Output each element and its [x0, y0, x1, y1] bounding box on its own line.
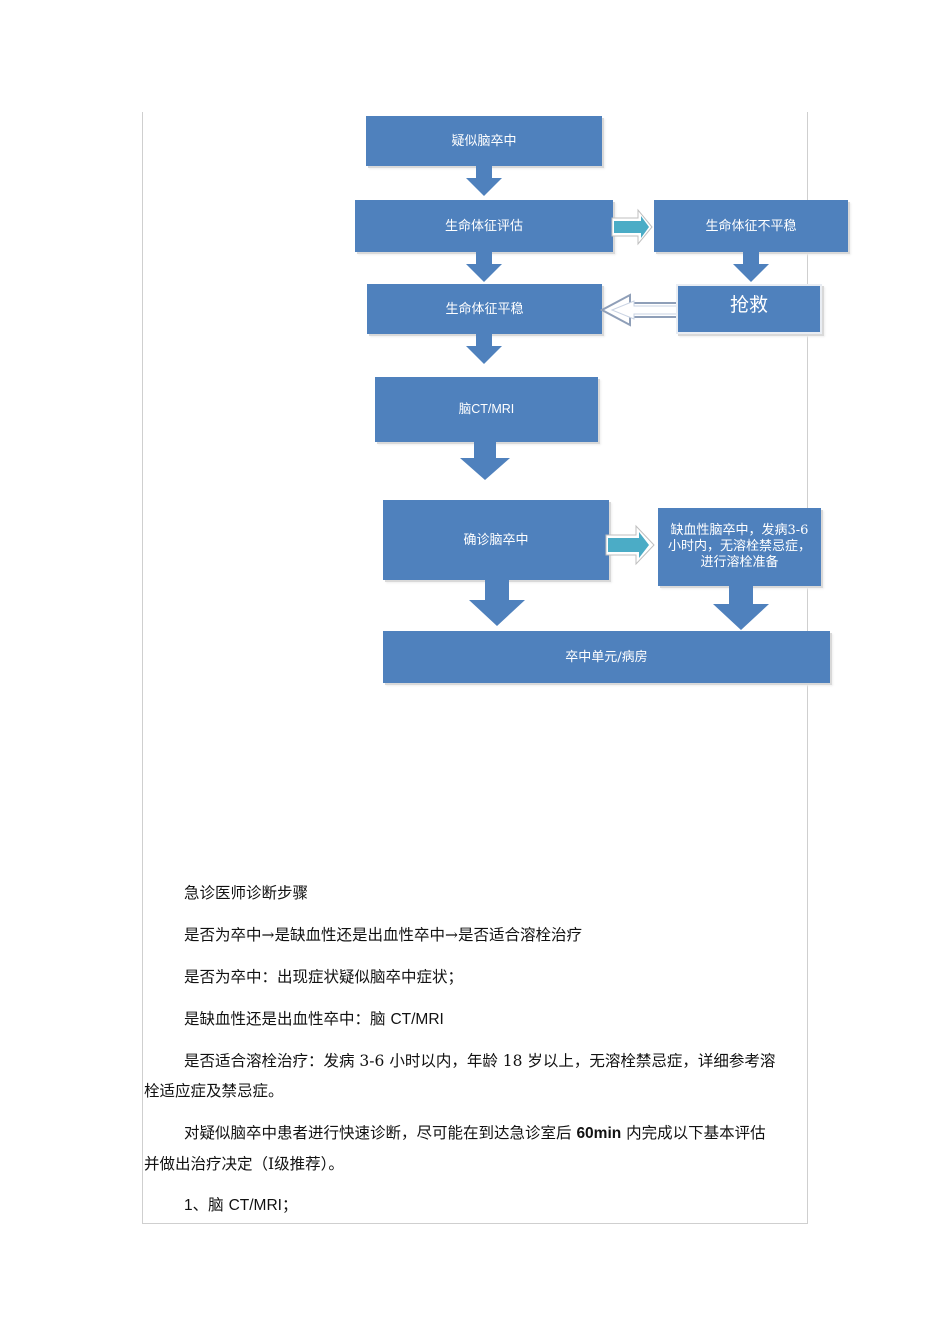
box-ct-mri-label: 脑CT/MRI	[458, 402, 515, 416]
rapid-diagnosis-paragraph: 对疑似脑卒中患者进行快速诊断，尽可能在到达急诊室后 60min 内完成以下基本评…	[144, 1118, 808, 1179]
left-arrow-rescue	[600, 292, 680, 328]
down-arrow-1	[466, 166, 502, 196]
rapid-diagnosis-line-a: 对疑似脑卒中患者进行快速诊断，尽可能在到达急诊室后 60min 内完成以下基本评…	[144, 1118, 808, 1149]
box-confirmed-stroke: 确诊脑卒中	[383, 500, 609, 580]
thrombolysis-line-a: 是否适合溶栓治疗：发病 3-6 小时以内，年龄 18 岁以上，无溶栓禁忌症，详细…	[184, 1052, 776, 1070]
list-item-1-sep: 、脑	[192, 1196, 229, 1214]
rapid-diagnosis-post: 内完成以下基本评估	[621, 1124, 766, 1142]
rapid-diagnosis-pre: 对疑似脑卒中患者进行快速诊断，尽可能在到达急诊室后	[184, 1124, 577, 1142]
down-arrow-2	[466, 252, 502, 282]
box-rescue-label: 抢救	[729, 293, 768, 316]
box-suspected-stroke: 疑似脑卒中	[366, 116, 602, 166]
box-vital-unstable: 生命体征不平稳	[654, 200, 848, 252]
down-arrow-4	[460, 442, 510, 480]
list-item-1-number: 1	[184, 1197, 193, 1214]
diagnosis-steps-line: 是否为卒中→是缺血性还是出血性卒中→是否适合溶栓治疗	[184, 926, 582, 944]
rapid-diagnosis-line-b: 并做出治疗决定（Ⅰ级推荐）。	[144, 1155, 344, 1173]
thrombolysis-line-b: 栓适应症及禁忌症。	[144, 1082, 284, 1100]
box-ischemic-stroke: 缺血性脑卒中，发病3-6 小时内，无溶栓禁忌症， 进行溶栓准备	[658, 508, 821, 586]
ischemic-or-hemorrhagic-text: 是缺血性还是出血性卒中：脑	[184, 1010, 391, 1028]
box-rescue: 抢救	[676, 284, 822, 334]
box-confirmed-stroke-label: 确诊脑卒中	[463, 532, 529, 548]
box-ct-mri: 脑CT/MRI	[375, 377, 598, 442]
box-vital-assessment: 生命体征评估	[355, 200, 613, 252]
right-arrow-unstable	[610, 208, 654, 246]
list-item-1: 1、脑 CT/MRI；	[144, 1190, 808, 1221]
box-stroke-unit-label: 卒中单元/病房	[565, 649, 648, 665]
is-stroke-line: 是否为卒中：出现症状疑似脑卒中症状；	[184, 968, 464, 986]
box-ischemic-stroke-label: 缺血性脑卒中，发病3-6 小时内，无溶栓禁忌症， 进行溶栓准备	[668, 523, 811, 571]
box-vital-stable: 生命体征平稳	[367, 284, 602, 334]
list-item-1-ct: CT/MRI	[228, 1197, 282, 1214]
box-suspected-stroke-label: 疑似脑卒中	[451, 133, 517, 149]
rapid-diagnosis-time: 60min	[576, 1125, 622, 1142]
thrombolysis-suitability-paragraph: 是否适合溶栓治疗：发病 3-6 小时以内，年龄 18 岁以上，无溶栓禁忌症，详细…	[144, 1046, 808, 1106]
ischemic-or-hemorrhagic-ct: CT/MRI	[390, 1011, 444, 1028]
down-arrow-6	[713, 586, 769, 630]
right-arrow-ischemic	[604, 524, 656, 566]
box-vital-unstable-label: 生命体征不平稳	[705, 218, 797, 234]
ischemic-line-1: 缺血性脑卒中，发病3-6	[670, 523, 809, 538]
box-vital-assessment-label: 生命体征评估	[444, 218, 523, 234]
down-arrow-3	[466, 334, 502, 364]
box-stroke-unit: 卒中单元/病房	[383, 631, 830, 683]
down-arrow-unstable	[733, 252, 769, 282]
ischemic-line-2: 小时内，无溶栓禁忌症，	[667, 539, 811, 554]
down-arrow-5	[469, 580, 525, 626]
ischemic-or-hemorrhagic-line: 是缺血性还是出血性卒中：脑 CT/MRI	[144, 1004, 808, 1035]
list-item-1-end: ；	[281, 1196, 298, 1214]
section-heading: 急诊医师诊断步骤	[184, 884, 309, 902]
box-vital-stable-label: 生命体征平稳	[445, 301, 524, 317]
ischemic-line-3: 进行溶栓准备	[700, 555, 779, 570]
